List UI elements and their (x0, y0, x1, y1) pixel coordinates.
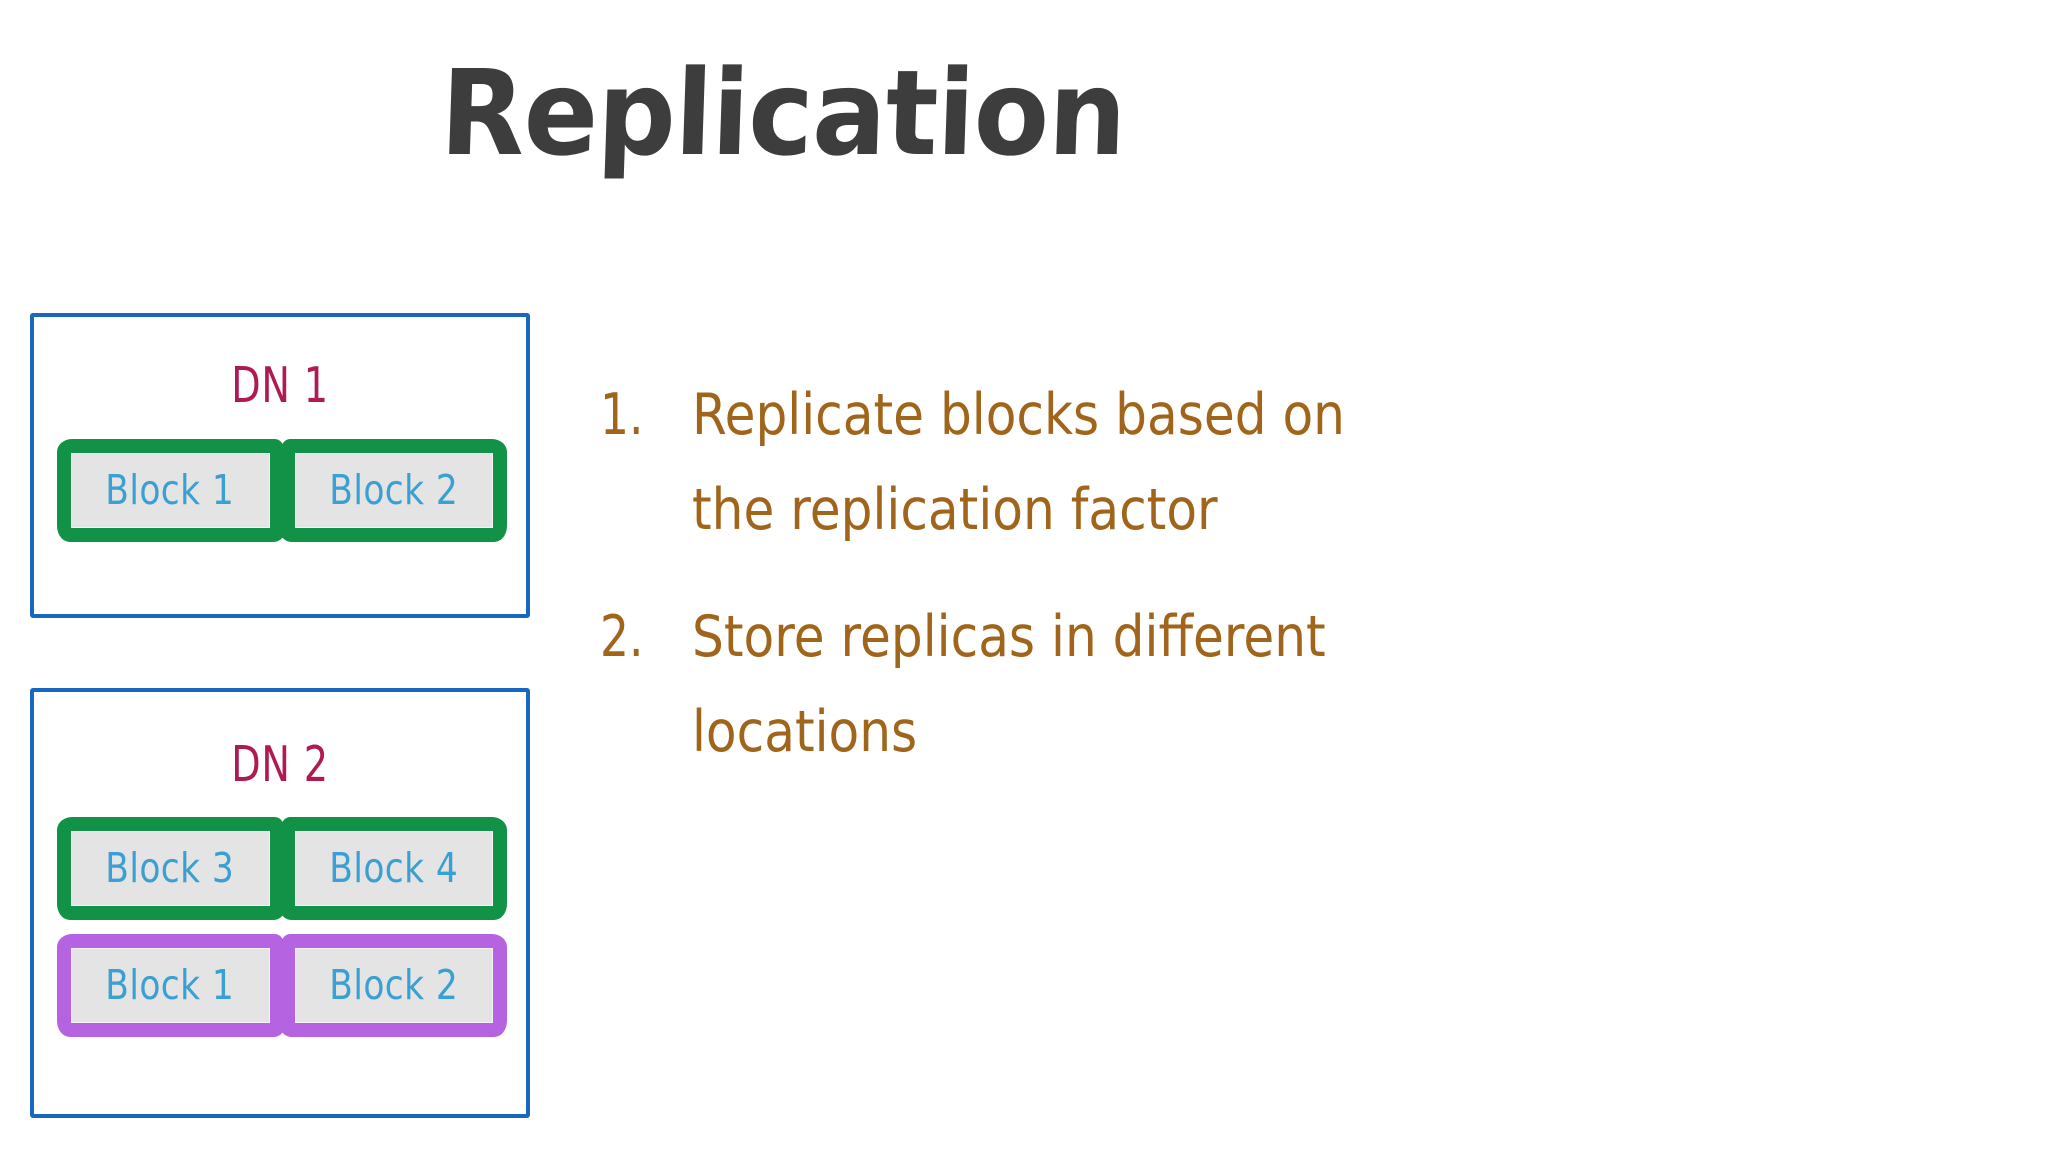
block-label: Block 3 (105, 844, 235, 892)
list-item-text: Replicate blocks based on the replicatio… (692, 382, 1345, 543)
datanode-box-dn2: DN 2 Block 3 Block 4 Block 1 Block 2 (30, 688, 530, 1118)
list-item: 2. Store replicas in different locations (600, 590, 2000, 780)
block-row-dn1-green: Block 1 Block 2 (57, 439, 507, 542)
block-label: Block 1 (105, 466, 235, 514)
block-row-dn2-purple: Block 1 Block 2 (57, 934, 507, 1037)
list-item-marker: 2. (600, 604, 644, 670)
block-label: Block 1 (105, 961, 235, 1009)
block-dn2-replica-block1[interactable]: Block 1 (57, 934, 284, 1037)
page-title: Replication (438, 44, 1128, 182)
list-item-text: Store replicas in different locations (692, 604, 1326, 765)
block-dn2-block4[interactable]: Block 4 (280, 817, 507, 920)
list-item: 1. Replicate blocks based on the replica… (600, 368, 2000, 558)
datanode-label-dn1: DN 1 (231, 357, 329, 414)
datanode-label-dn2: DN 2 (231, 736, 329, 793)
points-list: 1. Replicate blocks based on the replica… (600, 368, 2000, 812)
block-dn2-block3[interactable]: Block 3 (57, 817, 284, 920)
block-dn1-block2[interactable]: Block 2 (280, 439, 507, 542)
block-label: Block 2 (329, 961, 459, 1009)
block-row-dn2-green: Block 3 Block 4 (57, 817, 507, 920)
block-dn1-block1[interactable]: Block 1 (57, 439, 284, 542)
datanode-box-dn1: DN 1 Block 1 Block 2 (30, 313, 530, 618)
block-dn2-replica-block2[interactable]: Block 2 (280, 934, 507, 1037)
block-label: Block 2 (329, 466, 459, 514)
list-item-marker: 1. (600, 382, 644, 448)
block-label: Block 4 (329, 844, 459, 892)
